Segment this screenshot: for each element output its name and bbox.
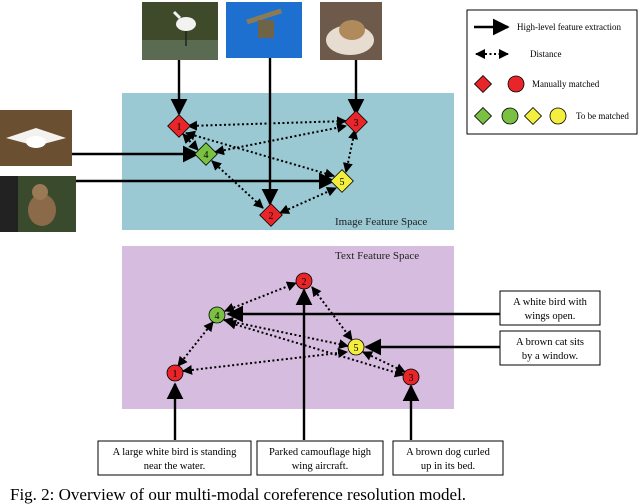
svg-text:up in its bed.: up in its bed. <box>421 461 475 472</box>
text-node-5: 5 <box>347 338 365 356</box>
text-node-1: 1 <box>166 364 184 382</box>
caption-bird-wings: A white bird with wings open. <box>499 290 601 326</box>
svg-text:A brown dog curled: A brown dog curled <box>406 447 490 458</box>
svg-text:2: 2 <box>302 277 307 288</box>
legend-manual-label: Manually matched <box>532 79 600 89</box>
photo-cat-window <box>0 176 76 232</box>
svg-text:5: 5 <box>354 343 359 354</box>
photo-white-bird-standing <box>142 2 218 60</box>
photo-aircraft <box>226 2 302 58</box>
svg-text:4: 4 <box>215 311 220 322</box>
legend-extraction-label: High-level feature extraction <box>517 22 621 32</box>
text-node-2: 2 <box>295 272 313 290</box>
svg-text:by a window.: by a window. <box>522 351 578 362</box>
caption-cat: A brown cat sits by a window. <box>499 330 601 366</box>
svg-text:1: 1 <box>173 369 178 380</box>
svg-text:1: 1 <box>177 122 182 133</box>
legend: High-level feature extraction Distance M… <box>466 9 638 135</box>
photo-white-bird-wings <box>0 110 72 166</box>
svg-text:A large white bird is standing: A large white bird is standing <box>113 447 237 458</box>
svg-text:4: 4 <box>204 150 209 161</box>
image-space-label: Image Feature Space <box>335 216 427 228</box>
image-distance-arrows <box>182 116 359 214</box>
svg-text:near the water.: near the water. <box>144 461 206 472</box>
svg-text:wings open.: wings open. <box>525 311 576 322</box>
svg-text:3: 3 <box>409 373 414 384</box>
svg-text:2: 2 <box>269 211 274 222</box>
caption-dog: A brown dog curled up in its bed. <box>392 440 504 476</box>
svg-text:wing aircraft.: wing aircraft. <box>292 461 349 472</box>
text-node-3: 3 <box>402 368 420 386</box>
legend-tobe-label: To be matched <box>576 111 629 121</box>
figure-caption: Fig. 2: Overview of our multi-modal core… <box>10 485 466 504</box>
text-space-label: Text Feature Space <box>335 250 419 262</box>
image-node-1: 1 <box>167 114 191 138</box>
svg-text:Parked camouflage high: Parked camouflage high <box>269 447 372 458</box>
image-node-4: 4 <box>194 142 218 166</box>
svg-text:3: 3 <box>354 118 359 129</box>
image-node-3: 3 <box>344 110 368 134</box>
svg-text:A brown cat sits: A brown cat sits <box>516 337 584 348</box>
text-extraction-arrows <box>166 288 500 440</box>
text-feature-space <box>122 246 454 409</box>
svg-text:A white bird with: A white bird with <box>513 297 588 308</box>
photo-dog-in-bed <box>320 2 382 60</box>
image-feature-space <box>122 93 454 230</box>
image-node-5: 5 <box>330 169 354 193</box>
text-node-4: 4 <box>208 306 226 324</box>
svg-text:5: 5 <box>340 177 345 188</box>
caption-aircraft: Parked camouflage high wing aircraft. <box>256 440 384 476</box>
caption-bird-standing: A large white bird is standing near the … <box>97 440 252 476</box>
image-node-2: 2 <box>259 203 283 227</box>
legend-distance-label: Distance <box>530 49 562 59</box>
